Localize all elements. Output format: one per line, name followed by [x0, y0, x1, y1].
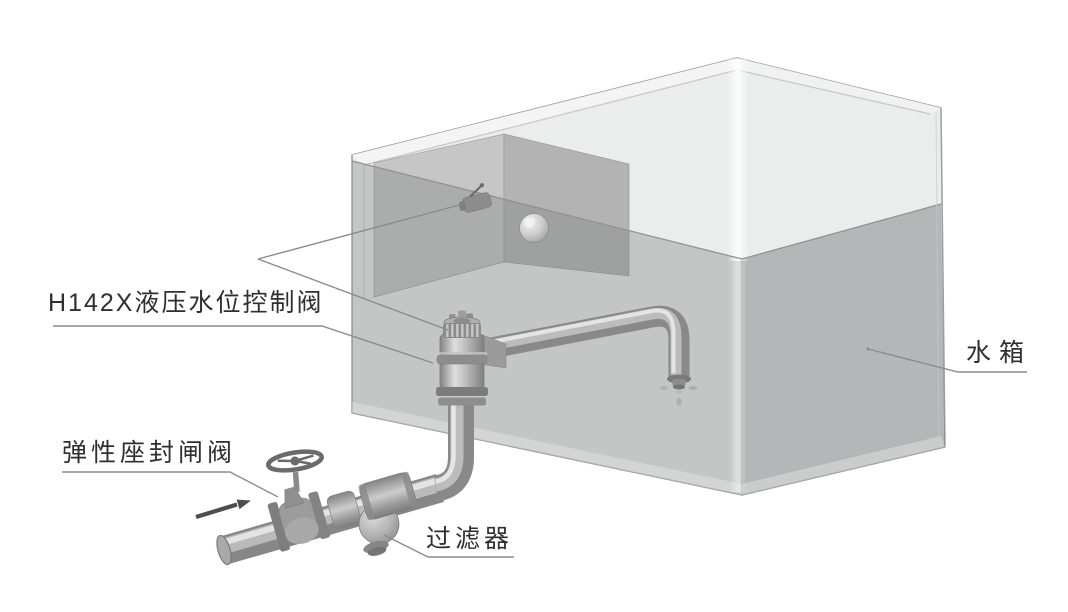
gate-valve-label: 弹性座封闸阀 [62, 439, 237, 467]
tank-label: 水箱 [966, 339, 1033, 367]
tank-corner-highlight [727, 59, 749, 261]
tank-top-rim-right [737, 58, 941, 114]
valve-collar [436, 354, 488, 365]
tank-water-right [742, 204, 945, 495]
strainer [358, 471, 418, 556]
water-drips [660, 386, 698, 406]
strainer-cap [363, 540, 389, 556]
gate-valve [266, 449, 331, 552]
tank-corner-highlight-lower [729, 259, 747, 492]
control-valve-label: H142X液压水位控制阀 [48, 289, 324, 317]
water-tank [351, 57, 946, 496]
leader-strainer-label [383, 534, 514, 558]
leader-lines [53, 203, 1027, 558]
tank-top-rim-left [352, 58, 737, 165]
float-ball [519, 213, 549, 243]
pipe-open-end [216, 534, 232, 566]
leader-tank-label [867, 348, 1027, 373]
valve-stem [292, 471, 300, 493]
control-valve [436, 310, 507, 406]
handwheel [266, 449, 324, 473]
leader-to-valve-top [257, 258, 449, 331]
leader-control-valve-label [53, 325, 434, 364]
valve-flange [436, 387, 488, 396]
outlet-nozzle [672, 379, 686, 386]
bonnet-knurling [446, 324, 479, 337]
fill-pipe [479, 305, 698, 406]
riser-pipe [433, 401, 474, 502]
flow-direction-arrow-icon [195, 499, 251, 520]
pilot-float-valve [458, 183, 549, 243]
tank-bottom-band [352, 402, 945, 495]
strainer-label: 过滤器 [426, 525, 514, 553]
leader-gate-valve-label [62, 471, 279, 498]
leader-to-pilot-valve [257, 203, 464, 260]
tank-right-wall-line [935, 112, 940, 443]
pipe-coupling [326, 490, 362, 530]
